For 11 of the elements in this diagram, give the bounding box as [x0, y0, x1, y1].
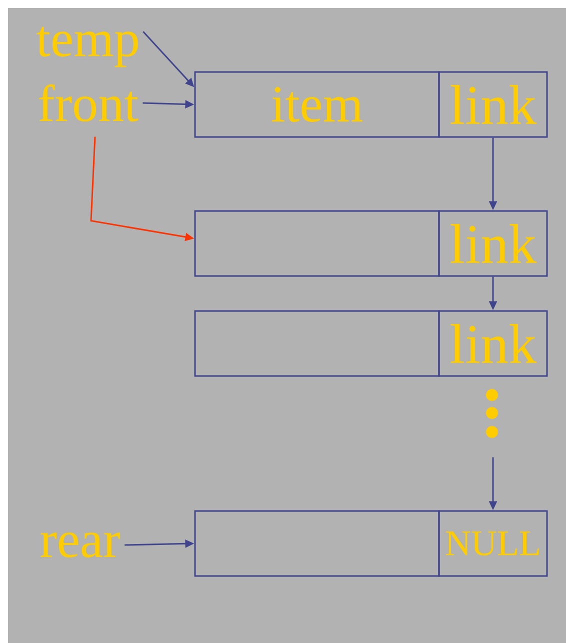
null-cell: NULL — [438, 510, 548, 577]
link-cell: link — [438, 310, 548, 377]
empty-cell — [194, 510, 440, 577]
link-cell: link — [438, 210, 548, 277]
empty-cell — [194, 310, 440, 377]
empty-cell — [194, 210, 440, 277]
link-cell: link — [438, 71, 548, 138]
item-cell: item — [194, 71, 440, 138]
pointer-label: temp — [36, 26, 138, 68]
pointer-label: front — [39, 84, 138, 122]
pointer-label: rear — [40, 532, 120, 558]
